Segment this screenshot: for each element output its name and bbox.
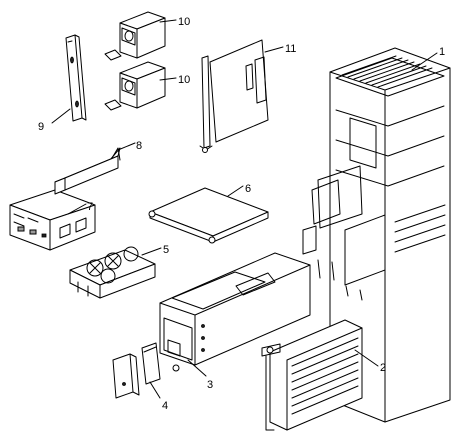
io-adapter-card [199, 39, 269, 153]
callout-3: 3 [207, 379, 213, 391]
terminator-card [54, 147, 121, 195]
drive-tray [148, 187, 269, 244]
callout-6: 6 [245, 183, 251, 195]
filler-panel [65, 34, 87, 122]
callout-9: 9 [38, 121, 44, 133]
leader-10a [159, 19, 177, 23]
leader-10b [159, 77, 177, 81]
callout-11: 11 [285, 43, 296, 55]
callout-10b: 10 [178, 74, 190, 86]
leader-1 [411, 52, 438, 71]
power-supply [159, 252, 311, 372]
leader-11 [264, 46, 284, 53]
callout-7: 7 [87, 201, 93, 213]
leader-4 [149, 381, 161, 399]
callout-8: 8 [136, 140, 142, 152]
callout-10a: 10 [178, 16, 190, 28]
leader-3 [187, 359, 207, 377]
processor-board [261, 319, 363, 431]
callout-1: 1 [439, 46, 445, 58]
disk-drive [112, 342, 161, 399]
callout-labels: 1 2 3 4 5 6 7 8 9 10 10 11 [38, 16, 445, 412]
callout-5: 5 [163, 244, 169, 256]
leader-6 [227, 185, 244, 197]
callout-2: 2 [380, 362, 386, 374]
leader-5 [141, 247, 162, 256]
leader-2 [354, 349, 379, 367]
control-panel [9, 189, 96, 251]
callout-4: 4 [162, 400, 168, 412]
fan-tray [69, 246, 156, 299]
callout-leaders [51, 19, 438, 399]
media-drive-a [104, 11, 166, 61]
leader-8 [117, 142, 136, 151]
media-drive-b [104, 61, 166, 111]
leader-9 [51, 108, 71, 124]
leader-7 [67, 203, 87, 215]
